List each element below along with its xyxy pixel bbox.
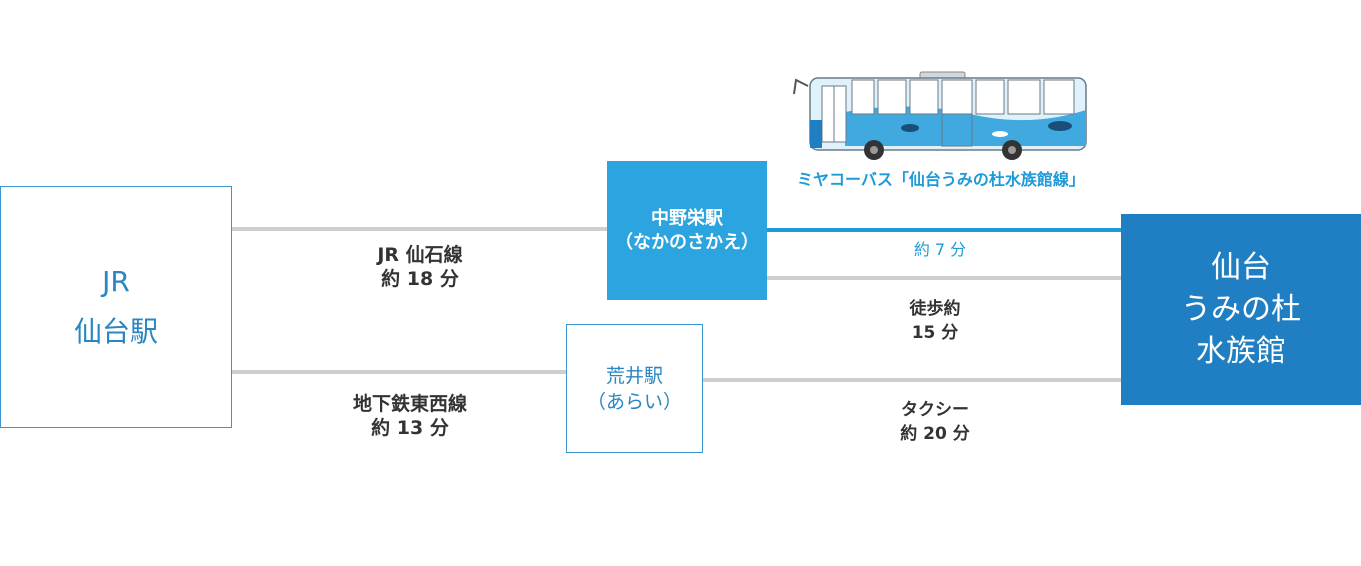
taxi-time: 約 20 分: [900, 424, 970, 444]
jr-sendai-station-box: JR 仙台駅: [0, 186, 232, 428]
jr-sendai-label-line1: JR: [102, 265, 130, 298]
taxi-label: タクシー 約 20 分: [870, 398, 1000, 446]
arai-reading: （あらい）: [586, 390, 682, 413]
jr-senseki-label: JR 仙石線 約 18 分: [320, 243, 520, 291]
aquarium-label-line2: うみの杜: [1181, 291, 1301, 327]
taxi-mode: タクシー: [901, 400, 969, 420]
nakanosakae-name: 中野栄駅: [651, 207, 723, 229]
arai-station-box: 荒井駅 （あらい）: [566, 324, 703, 453]
tozai-line: [231, 370, 567, 374]
nakanosakae-station-box: 中野栄駅 （なかのさかえ）: [607, 161, 767, 300]
jr-senseki-line-name: JR 仙石線: [377, 244, 463, 266]
nakanosakae-reading: （なかのさかえ）: [615, 231, 759, 253]
aquarium-label-line1: 仙台: [1211, 249, 1271, 285]
jr-senseki-time: 約 18 分: [381, 268, 459, 290]
walk-label: 徒歩約 15 分: [870, 297, 1000, 345]
jr-sendai-label-line2: 仙台駅: [73, 315, 158, 348]
walk-route-line: [767, 276, 1121, 280]
taxi-route-line: [703, 378, 1121, 382]
walk-mode: 徒歩約: [909, 299, 961, 319]
bus-route-caption: ミヤコーバス「仙台うみの杜水族館線」: [797, 170, 1085, 189]
arai-name: 荒井駅: [605, 364, 663, 387]
walk-time: 15 分: [911, 323, 959, 343]
jr-senseki-line: [231, 227, 608, 231]
tozai-label: 地下鉄東西線 約 13 分: [310, 392, 510, 440]
bus-route-line: [767, 228, 1121, 232]
bus-time-label: 約 7 分: [913, 240, 967, 259]
aquarium-box: 仙台 うみの杜 水族館: [1121, 214, 1361, 405]
aquarium-label-line3: 水族館: [1196, 333, 1286, 369]
tozai-time: 約 13 分: [371, 417, 449, 439]
bus-illustration: [793, 71, 1087, 160]
tozai-line-name: 地下鉄東西線: [352, 393, 467, 415]
